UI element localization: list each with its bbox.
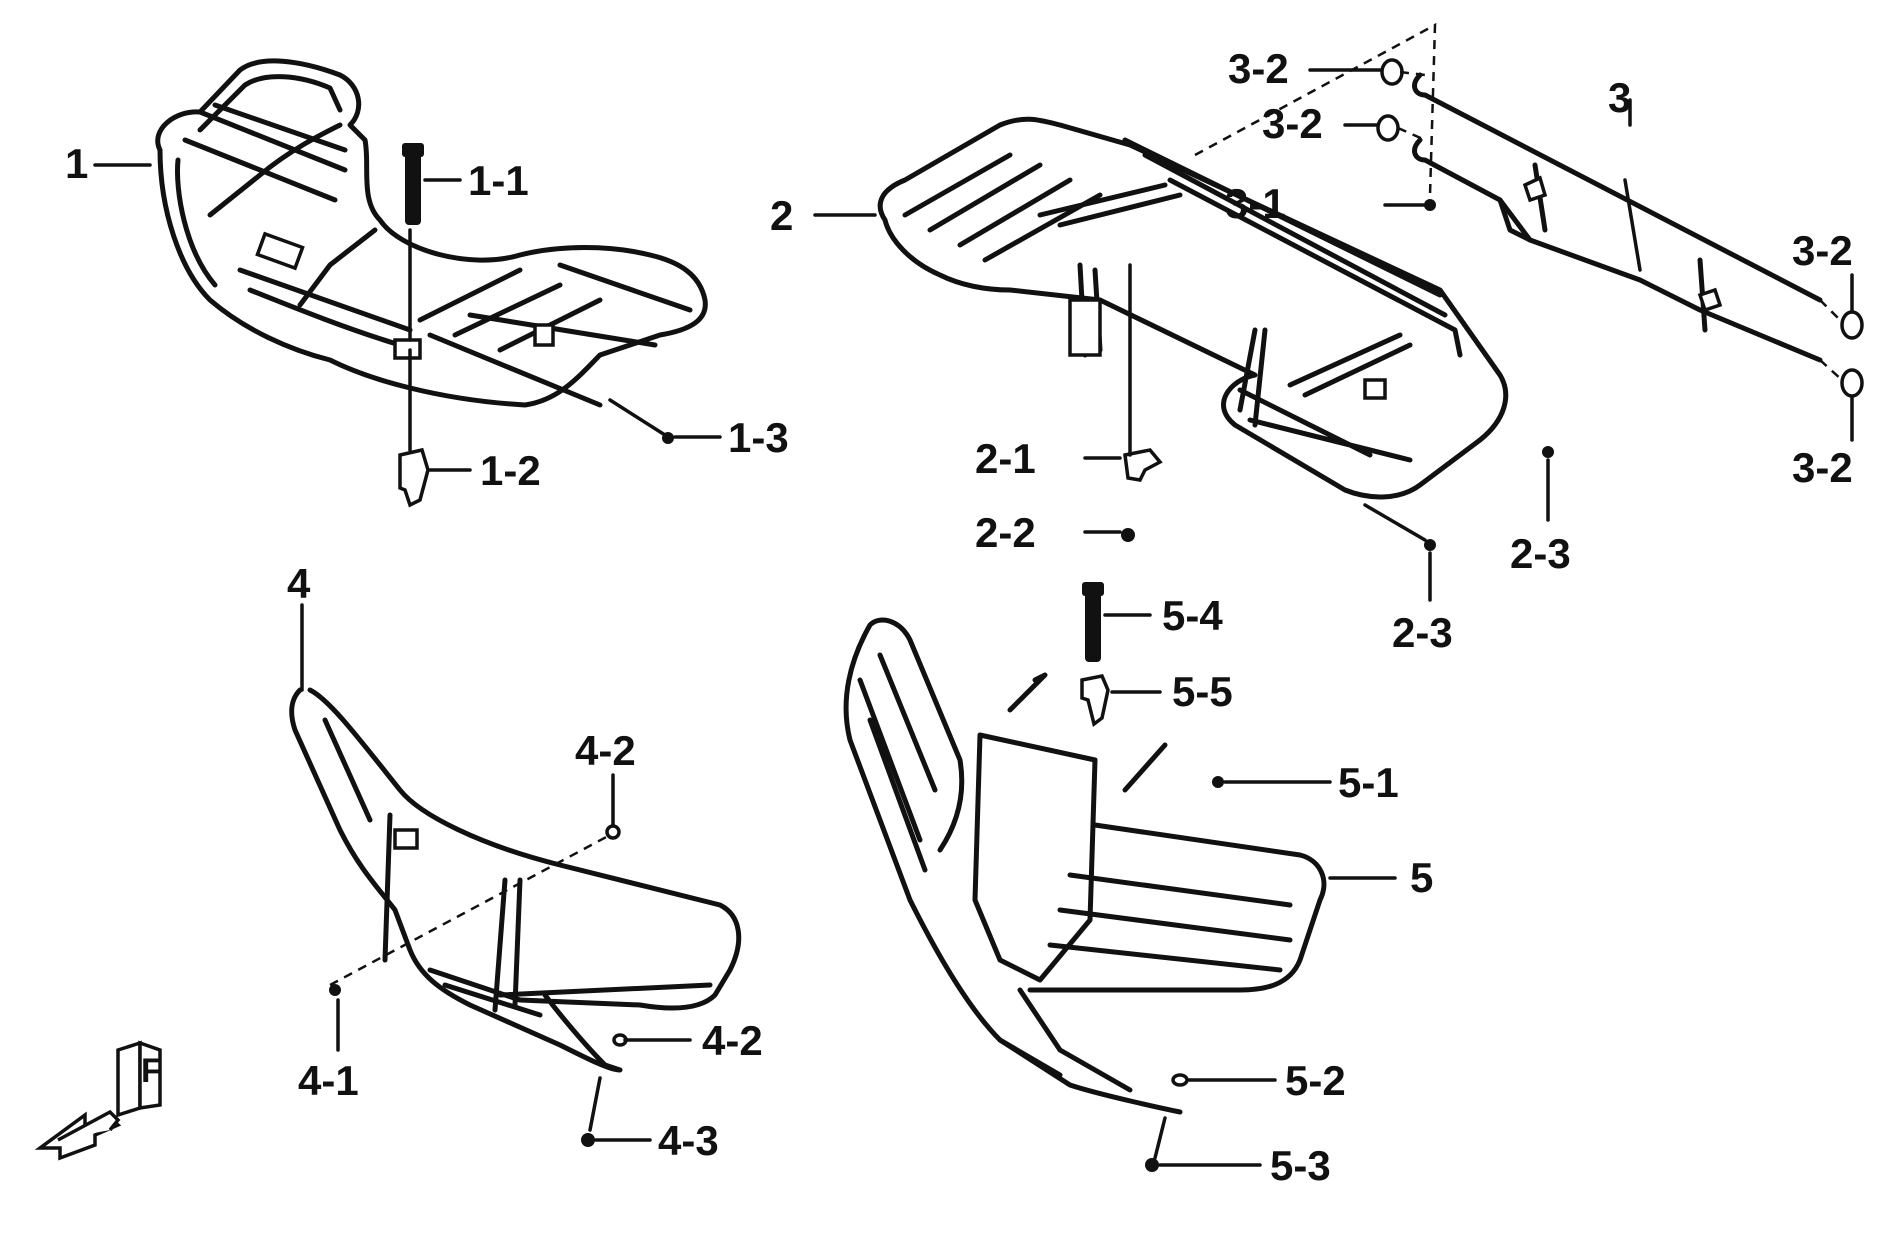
label-4-1: 4-1 xyxy=(298,1057,359,1104)
bolt-2-3a xyxy=(1542,446,1554,458)
rear-rack xyxy=(877,116,1509,500)
bolt-3-1 xyxy=(1424,199,1436,211)
nut-4-3 xyxy=(581,1133,595,1147)
label-1-2: 1-2 xyxy=(480,447,541,494)
label-4-3: 4-3 xyxy=(658,1117,719,1164)
nut-2-2 xyxy=(1121,528,1135,542)
label-5-2: 5-2 xyxy=(1285,1057,1346,1104)
label-2-2: 2-2 xyxy=(975,509,1036,556)
callout-labels: 1 1-1 1-2 1-3 2 2-1 2-2 2-3 2-3 3 3-1 3-… xyxy=(65,45,1853,1189)
bolt-1-1 xyxy=(402,143,424,225)
front-bumper xyxy=(289,687,742,1073)
bolt-5-4 xyxy=(1082,582,1104,662)
label-3: 3 xyxy=(1608,74,1631,121)
front-direction-arrow-icon: F xyxy=(34,1040,162,1161)
label-2-3-right: 2-3 xyxy=(1510,530,1571,577)
front-letter: F xyxy=(141,1052,162,1090)
leader-1-3-axis xyxy=(608,398,667,437)
label-2-1: 2-1 xyxy=(975,435,1036,482)
label-1-1: 1-1 xyxy=(468,157,529,204)
label-5-1: 5-1 xyxy=(1338,759,1399,806)
leader-4-3-axis xyxy=(588,1076,602,1132)
washer-5-2 xyxy=(1171,1073,1189,1087)
bumper-dashed-axis xyxy=(329,833,611,987)
label-5-4: 5-4 xyxy=(1162,592,1223,639)
caps-3-2 xyxy=(1376,58,1864,398)
leader-5-3-axis xyxy=(1153,1116,1167,1160)
front-rack xyxy=(155,58,708,408)
label-4-2-top: 4-2 xyxy=(575,727,636,774)
label-2: 2 xyxy=(770,192,793,239)
label-3-2-right-lower: 3-2 xyxy=(1792,444,1853,491)
label-3-2-right-upper: 3-2 xyxy=(1792,227,1853,274)
label-5-3: 5-3 xyxy=(1270,1142,1331,1189)
leader-2-3b-axis xyxy=(1363,503,1427,542)
label-5: 5 xyxy=(1410,854,1433,901)
bolt-4-1 xyxy=(329,984,341,996)
label-3-2-top: 3-2 xyxy=(1228,45,1289,92)
rear-bumper xyxy=(843,617,1327,1115)
label-4-2-bottom: 4-2 xyxy=(702,1017,763,1064)
bolt-5-1 xyxy=(1212,776,1224,788)
label-3-1: 3-1 xyxy=(1225,180,1286,227)
washer-4-2a xyxy=(605,824,621,840)
label-5-5: 5-5 xyxy=(1172,668,1233,715)
label-2-3-bottom: 2-3 xyxy=(1392,609,1453,656)
rear-rails xyxy=(1412,72,1823,363)
bracket-2-1 xyxy=(1123,448,1163,482)
bolt-2-3b xyxy=(1424,539,1436,551)
bracket-1-2 xyxy=(398,447,430,508)
label-1: 1 xyxy=(65,140,88,187)
leader-lines xyxy=(93,68,1854,1167)
nut-5-3 xyxy=(1145,1158,1159,1172)
bracket-5-5 xyxy=(1080,674,1110,727)
label-1-3: 1-3 xyxy=(728,414,789,461)
rail-dashed-axis xyxy=(1194,22,1437,196)
label-3-2-mid: 3-2 xyxy=(1262,100,1323,147)
label-4: 4 xyxy=(287,560,311,607)
